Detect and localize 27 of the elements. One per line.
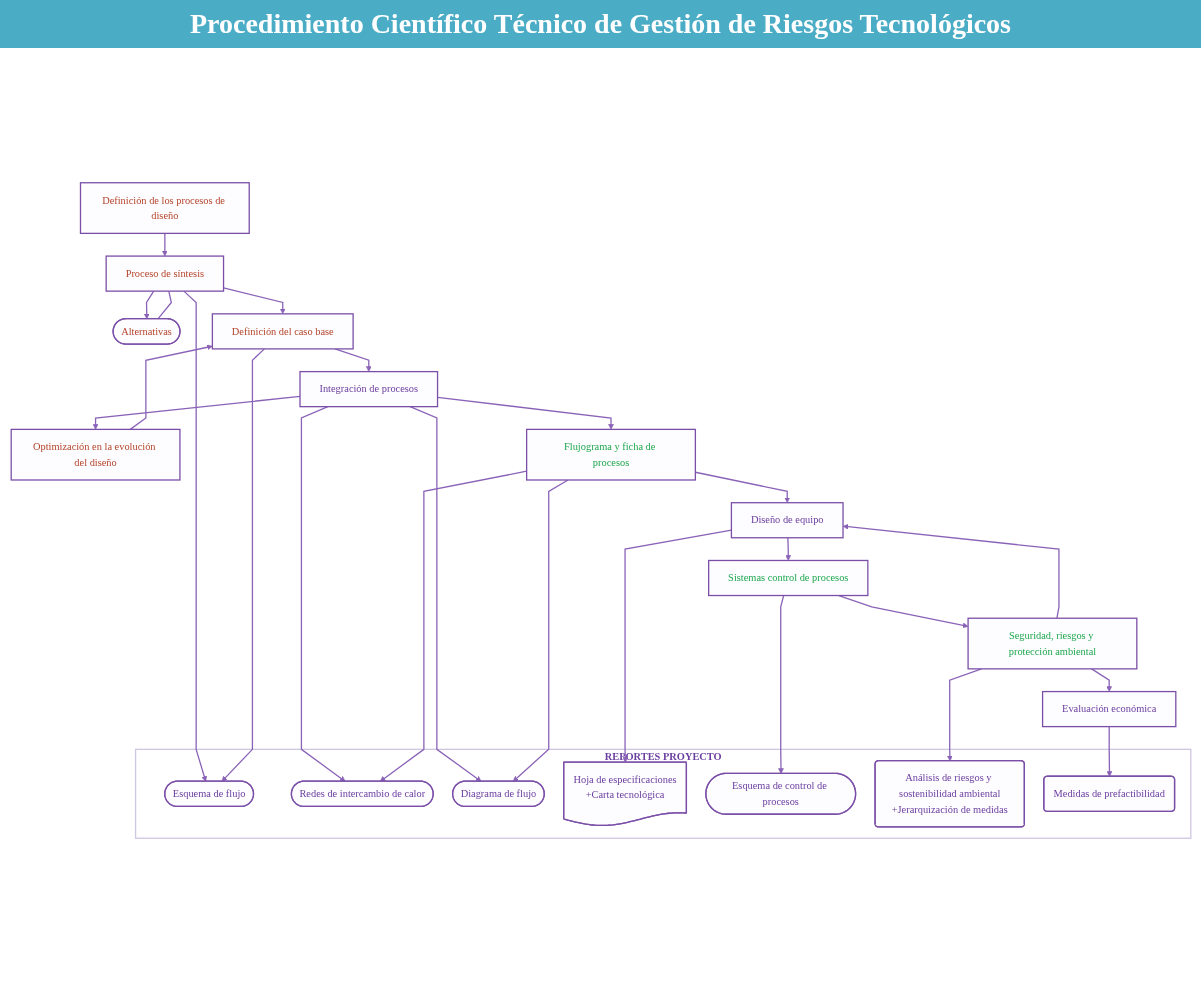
arrow [777, 594, 784, 774]
node-box: Definición de los procesos de diseño [79, 182, 250, 234]
node-box: Sistemas control de procesos [707, 559, 868, 597]
node-box: Optimización en la evolución del diseño [10, 428, 181, 481]
arrow [161, 232, 168, 257]
arrow [694, 471, 790, 503]
title-banner: Procedimiento Científico Técnico de Gestión de Riesgos Tecnológicos [0, 0, 1201, 48]
arrow [1090, 668, 1112, 692]
arrow [784, 537, 791, 561]
arrow [221, 348, 265, 782]
node-box: Definición del caso base [211, 313, 354, 350]
arrow [946, 668, 982, 762]
connector [156, 290, 172, 320]
arrow [129, 344, 213, 430]
node-box: Diseño de equipo [730, 502, 844, 539]
arrow [379, 470, 527, 782]
arrow [143, 290, 154, 320]
arrow [182, 290, 207, 782]
node-box: Evaluación económica [1041, 690, 1176, 728]
arrow [512, 479, 569, 782]
node-box: Integración de procesos [298, 370, 438, 408]
arrow [842, 523, 1060, 619]
node-box: Seguridad, riesgos y protección ambiental [966, 617, 1137, 670]
node-box: Proceso de síntesis [105, 255, 224, 292]
arrow [1106, 725, 1112, 777]
arrow [300, 406, 346, 782]
node-box: Flujograma y ficha de procesos [525, 428, 696, 481]
